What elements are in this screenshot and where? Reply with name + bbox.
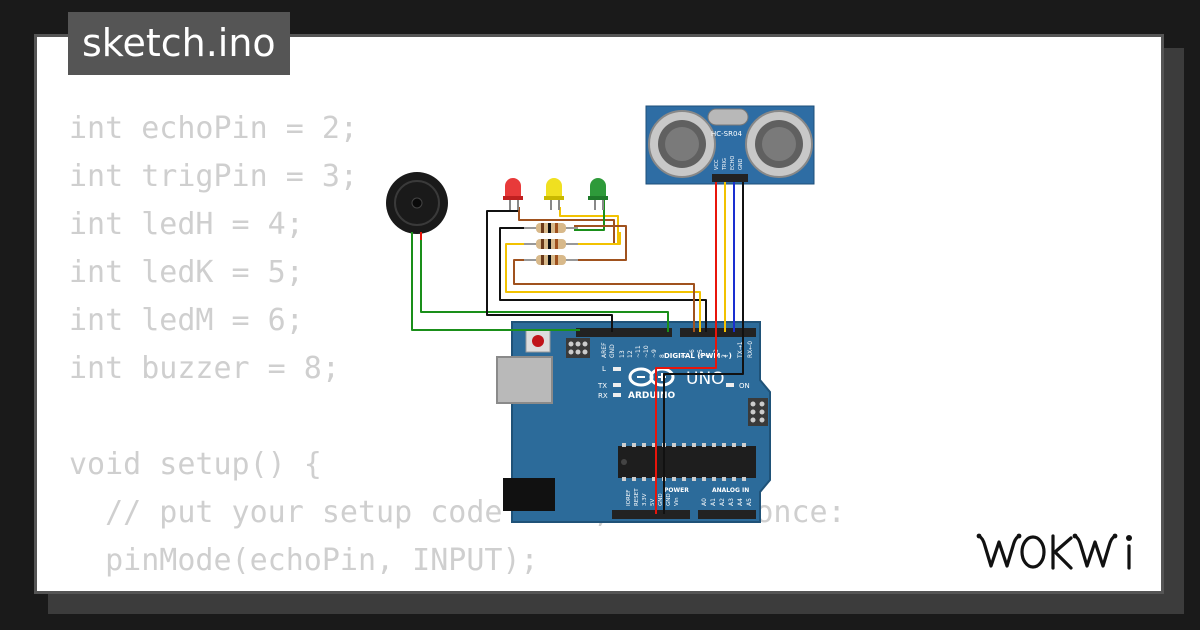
pin-label: GND <box>609 344 616 358</box>
code-line: int ledH = 4; <box>69 207 304 242</box>
tx-led <box>613 383 621 387</box>
digital-header-right <box>680 328 756 337</box>
resistor-3 <box>524 255 578 265</box>
wire-gnd-bottom <box>663 332 744 514</box>
pin-label: 2 <box>721 354 728 358</box>
power-jack <box>503 478 555 511</box>
analog-header-label: ANALOG IN <box>712 487 749 494</box>
pin-label: A4 <box>737 498 744 506</box>
pin-label: A5 <box>746 498 753 506</box>
reset-button-cap <box>532 335 544 347</box>
pin-label: ~6 <box>689 349 696 358</box>
arduino-logo <box>628 367 675 387</box>
code-line: int ledK = 5; <box>69 255 304 290</box>
on-led <box>726 383 734 387</box>
board-brand: ARDUINO <box>628 391 676 401</box>
pin-label: 3.3V <box>642 493 648 506</box>
wire-res-2b <box>572 232 621 245</box>
digital-header-label: DIGITAL (PWM ~) <box>664 352 732 360</box>
wire-res-1 <box>499 227 707 332</box>
pin-label: 4 <box>705 354 712 358</box>
resistors <box>524 223 578 265</box>
tx-label: TX <box>597 382 607 390</box>
rx-led <box>613 393 621 397</box>
pin-label: ~11 <box>635 345 642 358</box>
wire-res-2 <box>505 243 701 332</box>
sensor-pin-label: GND <box>738 158 744 170</box>
pin-label: A3 <box>728 498 735 506</box>
pin-label: A1 <box>710 498 717 506</box>
arduino-uno-board: AREF GND 13 12 ~11 ~10 ~9 8 7 ~6 ~5 4 ~3… <box>496 321 771 523</box>
sensor-model: HC-SR04 <box>711 130 742 138</box>
analog-header <box>698 510 756 519</box>
power-header <box>612 510 690 519</box>
power-header-label: POWER <box>664 487 689 494</box>
sensor-header <box>712 174 748 182</box>
digital-header-left <box>576 328 672 337</box>
code-line: int buzzer = 8; <box>69 351 340 386</box>
top-pin-labels: AREF GND 13 12 ~11 ~10 ~9 8 7 ~6 ~5 4 ~3… <box>601 341 754 359</box>
wire-res-3b <box>572 225 627 261</box>
wokwi-logo <box>976 533 1132 570</box>
usb-port <box>496 356 553 404</box>
sensor-pin-label: VCC <box>714 159 720 170</box>
code-line: int echoPin = 2; <box>69 111 358 146</box>
rx-label: RX <box>598 392 608 400</box>
code-preview: int echoPin = 2; int trigPin = 3; int ledH… <box>69 105 846 591</box>
pin-label: GND <box>658 493 664 506</box>
on-label: ON <box>739 382 750 390</box>
code-line: pinMode(echoPin, INPUT); <box>69 543 539 578</box>
sensor-pin-labels: VCC TRIG ECHO GND <box>714 156 744 171</box>
pin-label: ~5 <box>697 349 704 358</box>
wire-buzzer-pin <box>420 234 669 332</box>
wire-led-yellow <box>559 207 619 244</box>
crystal-oscillator <box>707 108 749 126</box>
sensor-pin-label: ECHO <box>730 156 736 170</box>
resistor-2 <box>524 239 578 249</box>
code-line: int ledM = 6; <box>69 303 304 338</box>
pin-label: 12 <box>627 350 634 358</box>
wire-buzzer-gnd <box>411 240 580 331</box>
pin-label: ~10 <box>643 345 650 358</box>
wires <box>411 182 744 514</box>
pin-label: A2 <box>719 498 726 506</box>
ultrasonic-sensor: HC-SR04 VCC TRIG ECHO GND <box>645 105 815 185</box>
pin-label: TX→1 <box>737 341 744 359</box>
pin-label: RESET <box>634 488 640 506</box>
atmega-chip <box>618 443 756 481</box>
sensor-pin-label: TRIG <box>722 158 728 171</box>
pin-label: GND <box>666 493 672 506</box>
pin-label: IOREF <box>626 490 632 506</box>
buzzer <box>386 172 448 242</box>
led-green <box>588 178 608 210</box>
pin-label: Vin <box>674 497 680 506</box>
l-label: L <box>602 365 606 373</box>
led-yellow <box>544 178 564 210</box>
board-model: UNO <box>686 369 725 389</box>
analog-pin-labels: A0 A1 A2 A3 A4 A5 <box>701 498 753 506</box>
l-led <box>613 367 621 371</box>
pin-label: 5V <box>650 499 656 506</box>
filename-tab: sketch.ino <box>68 12 290 75</box>
wire-5v <box>655 332 717 514</box>
code-line: void setup() { <box>69 447 322 482</box>
code-line: int trigPin = 3; <box>69 159 358 194</box>
pin-label: AREF <box>601 342 608 358</box>
pin-label: 7 <box>681 354 688 358</box>
power-pin-labels: IOREF RESET 3.3V 5V GND GND Vin <box>626 488 680 506</box>
wire-led-gnd <box>486 210 613 332</box>
icsp-header-right <box>748 398 768 426</box>
pin-label: 13 <box>619 350 626 358</box>
led-red <box>503 178 523 210</box>
pin-label: 8 <box>659 354 666 358</box>
resistor-1 <box>524 223 578 233</box>
pin-label: RX←0 <box>747 341 754 358</box>
pin-label: ~9 <box>651 349 658 358</box>
icsp-header <box>566 338 590 358</box>
pin-label: A0 <box>701 498 708 506</box>
wire-res-3 <box>513 259 695 332</box>
